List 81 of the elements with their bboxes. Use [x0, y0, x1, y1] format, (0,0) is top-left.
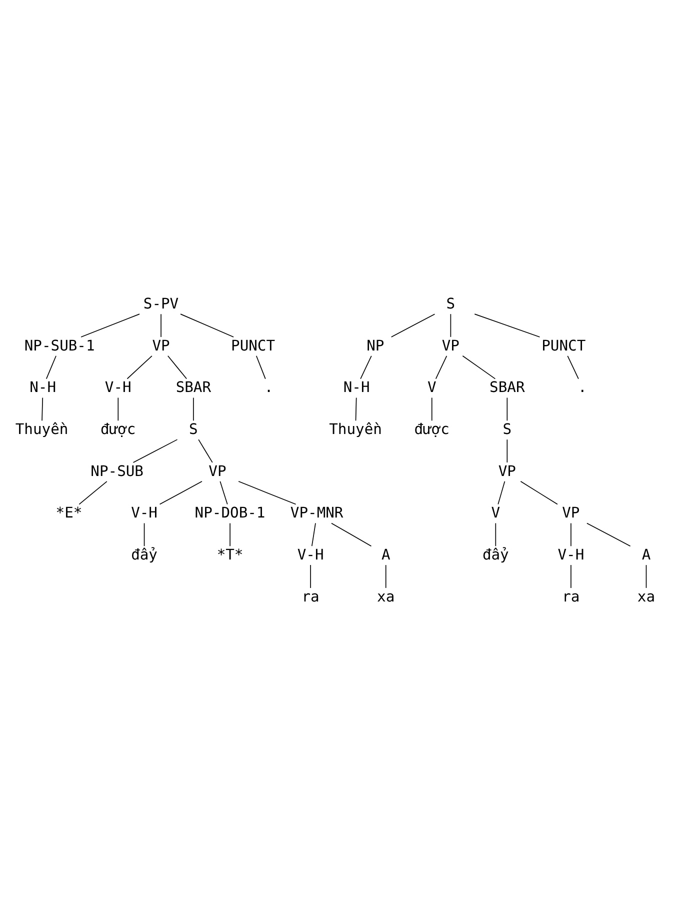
connector: [311, 522, 316, 546]
connector: [78, 480, 108, 504]
connector: [570, 564, 572, 588]
connector: [646, 564, 647, 588]
connector: [46, 354, 56, 379]
node-text: được: [100, 420, 136, 438]
node-text: VP-MNR: [290, 504, 344, 522]
connector: [132, 438, 178, 462]
node-text: NP-DOB-1: [194, 504, 266, 522]
node-text: S: [446, 294, 456, 312]
connector: [570, 522, 572, 546]
node-text: Thuyền: [329, 420, 382, 438]
connector: [331, 522, 372, 546]
node-text: A: [642, 546, 651, 563]
connector: [193, 396, 194, 421]
connector: [310, 564, 311, 588]
node-text: PUNCT: [231, 336, 276, 354]
node-text: S: [502, 420, 512, 438]
connector: [126, 354, 152, 379]
connector: [167, 354, 187, 379]
node-text: được: [414, 420, 450, 438]
connector: [495, 522, 496, 546]
connector: [360, 354, 372, 379]
connector: [180, 313, 234, 337]
connector: [390, 313, 436, 337]
connector: [385, 564, 386, 588]
node-text: SBAR: [176, 378, 212, 396]
connector: [506, 438, 508, 462]
connector: [498, 480, 506, 504]
node-text: V-H: [131, 504, 158, 522]
node-text: xa: [377, 588, 395, 605]
node-text: đẩy: [131, 546, 158, 563]
node-text: ra: [302, 588, 320, 605]
node-text: S-PV: [143, 294, 179, 312]
connector: [474, 313, 540, 337]
connector: [506, 396, 508, 421]
node-text: VP: [562, 504, 580, 522]
node-text: N-H: [30, 378, 56, 396]
node-text: VP: [152, 336, 170, 354]
node-text: *T*: [216, 546, 244, 563]
node-text: NP-SUB: [90, 462, 144, 480]
connector: [520, 480, 558, 504]
node-text: V: [491, 504, 500, 522]
node-text: đẩy: [482, 546, 509, 563]
node-text: .: [578, 378, 587, 396]
connector: [462, 354, 496, 379]
connector: [256, 354, 266, 379]
connector: [238, 480, 296, 504]
connector: [198, 438, 213, 462]
connector: [435, 354, 448, 379]
node-text: NP-SUB-1: [24, 336, 95, 354]
node-text: xa: [637, 588, 656, 605]
connector: [431, 396, 432, 421]
connector: [567, 354, 579, 379]
connector: [450, 313, 452, 337]
connector: [159, 480, 202, 504]
node-text: A: [381, 546, 390, 563]
node-text: NP: [366, 336, 384, 354]
connector: [118, 396, 119, 421]
node-text: VP: [498, 462, 516, 480]
node-text: PUNCT: [542, 336, 586, 354]
node-text: VP: [442, 336, 460, 354]
node-text: V-H: [104, 378, 132, 396]
node-text: N-H: [343, 378, 370, 396]
node-text: *E*: [56, 504, 82, 522]
node-text: S: [189, 420, 198, 438]
node-text: VP: [208, 462, 226, 480]
node-text: V: [427, 378, 436, 396]
node-text: ra: [562, 588, 580, 605]
connector: [220, 480, 228, 504]
node-text: .: [264, 378, 274, 396]
connector: [80, 313, 140, 337]
node-text: SBAR: [490, 378, 525, 396]
connector: [586, 522, 631, 546]
node-text: V-H: [297, 546, 324, 563]
node-text: V-H: [558, 546, 584, 563]
connector: [355, 396, 357, 421]
connector: [42, 396, 44, 421]
node-text: Thuyền: [15, 420, 68, 438]
connector: [160, 313, 162, 337]
connector: [144, 522, 145, 546]
